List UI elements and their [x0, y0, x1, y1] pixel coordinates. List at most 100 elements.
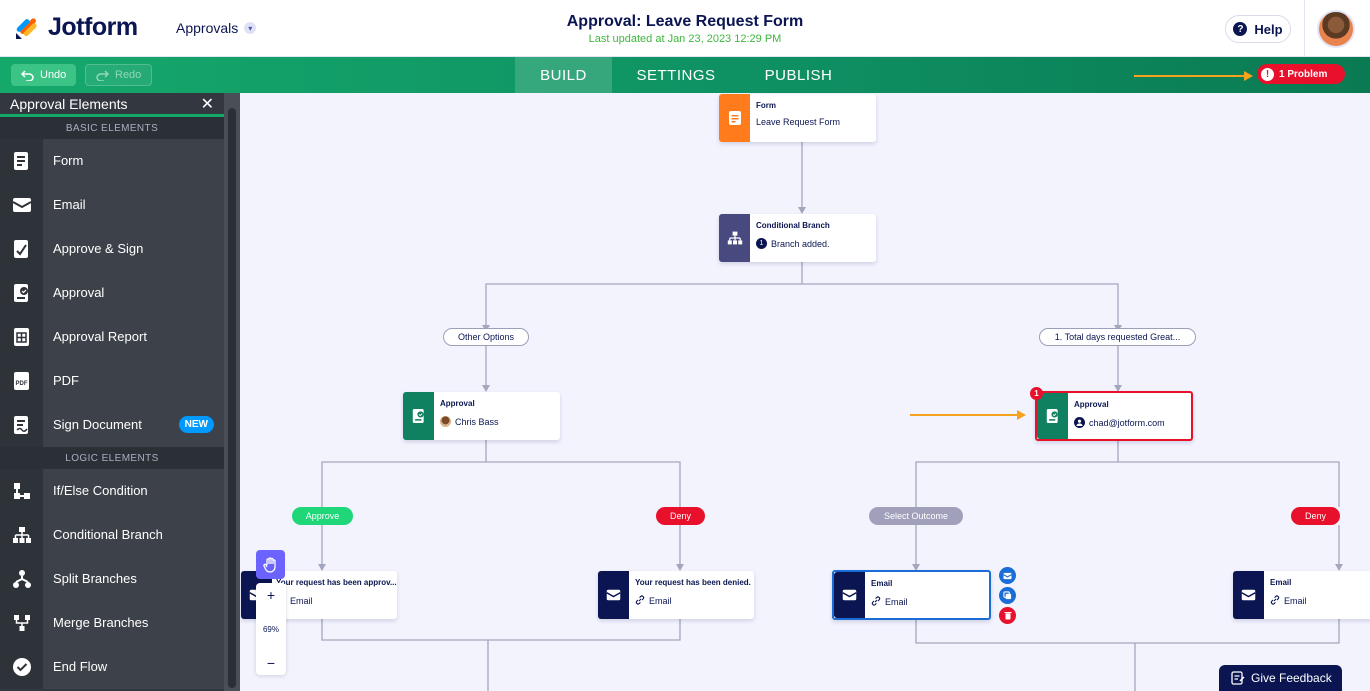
approvals-dropdown[interactable]: Approvals ▾	[176, 20, 257, 36]
help-button[interactable]: ? Help	[1225, 15, 1291, 43]
node-title: Your request has been approv...	[276, 578, 397, 587]
approval-node-left[interactable]: Approval Chris Bass	[403, 392, 560, 440]
connector-left-outcomes	[321, 438, 681, 507]
sidebar-item-approval-report[interactable]: Approval Report	[0, 314, 224, 359]
tab-publish[interactable]: PUBLISH	[764, 66, 833, 84]
outcome-approve[interactable]: Approve	[292, 507, 353, 525]
sidebar-item-label: Conditional Branch	[43, 512, 224, 557]
annotation-arrow-line	[1134, 75, 1246, 77]
email-node-type: Email	[1284, 596, 1307, 606]
error-count-badge[interactable]: 1	[1030, 387, 1043, 400]
sidebar-item-label: PDF	[43, 358, 224, 403]
arrowhead-branch	[798, 207, 806, 214]
node-title: Email	[1270, 578, 1292, 587]
sidebar-item-if-else[interactable]: If/Else Condition	[0, 468, 224, 513]
zoom-out-button[interactable]: −	[266, 655, 276, 671]
flow-canvas[interactable]: Form Leave Request Form Conditional Bran…	[240, 93, 1370, 691]
undo-icon	[21, 69, 34, 81]
connector-left-merge	[321, 619, 681, 691]
conditional-branch-icon	[0, 512, 43, 557]
sidebar-item-label: Approval Report	[43, 314, 224, 359]
outcome-select[interactable]: Select Outcome	[869, 507, 963, 525]
arrowhead-email-2	[676, 564, 684, 571]
tab-settings[interactable]: SETTINGS	[636, 66, 716, 84]
sidebar-item-sign-document[interactable]: Sign Document NEW	[0, 402, 224, 447]
sidebar-item-approve-sign[interactable]: Approve & Sign	[0, 226, 224, 271]
node-title: Your request has been denied.	[635, 578, 751, 587]
sidebar-header: Approval Elements ✕	[0, 93, 224, 117]
zoom-in-button[interactable]: +	[266, 587, 276, 603]
sidebar-item-end-flow[interactable]: End Flow	[0, 644, 224, 689]
hand-icon	[262, 556, 276, 573]
sidebar-item-label: Form	[43, 138, 224, 183]
if-else-icon	[0, 468, 43, 513]
flow-connectors	[321, 142, 1340, 691]
arrowhead-email-3	[912, 564, 920, 571]
sign-document-icon	[0, 402, 43, 447]
sidebar-item-merge-branches[interactable]: Merge Branches	[0, 600, 224, 645]
sidebar-item-form[interactable]: Form	[0, 138, 224, 183]
basic-elements-heading: BASIC ELEMENTS	[0, 117, 224, 139]
report-icon	[0, 314, 43, 359]
trash-icon	[1004, 612, 1011, 620]
connector-right-merge	[915, 619, 1340, 691]
node-duplicate-button[interactable]	[999, 587, 1016, 604]
sidebar-item-label: If/Else Condition	[43, 468, 224, 513]
node-subtitle: Leave Request Form	[756, 117, 841, 127]
sidebar-item-conditional-branch[interactable]: Conditional Branch	[0, 512, 224, 557]
arrowhead-left-approval	[482, 385, 490, 392]
link-icon	[635, 595, 645, 607]
sidebar-title: Approval Elements	[10, 95, 128, 112]
email-node-type: Email	[290, 596, 313, 606]
connector-branch-split	[485, 262, 1119, 328]
branch-label-other-options[interactable]: Other Options	[443, 328, 529, 346]
approval-elements-sidebar: Approval Elements ✕ BASIC ELEMENTS Form …	[0, 93, 224, 691]
email-node-denied[interactable]: Your request has been denied. Email	[598, 571, 754, 619]
redo-button[interactable]: Redo	[85, 64, 153, 86]
approval-icon	[0, 270, 43, 315]
sidebar-item-label: Approve & Sign	[43, 226, 224, 271]
user-avatar[interactable]	[1317, 10, 1355, 48]
pdf-icon: PDF	[0, 358, 43, 403]
give-feedback-button[interactable]: Give Feedback	[1219, 665, 1342, 691]
zoom-level: 69%	[262, 624, 279, 634]
sidebar-item-email[interactable]: Email	[0, 182, 224, 227]
conditional-branch-icon	[719, 214, 750, 262]
feedback-icon	[1231, 671, 1245, 685]
page-title-block: Approval: Leave Request Form Last update…	[485, 13, 885, 45]
annotation-arrow-line	[910, 414, 1018, 416]
new-badge: NEW	[178, 416, 214, 433]
undo-button[interactable]: Undo	[11, 64, 77, 86]
close-icon[interactable]: ✕	[200, 95, 214, 113]
undo-label: Undo	[40, 69, 67, 81]
form-node[interactable]: Form Leave Request Form	[719, 94, 876, 142]
approve-sign-icon	[0, 226, 43, 271]
approval-node-right[interactable]: Approval chad@jotform.com	[1035, 391, 1193, 441]
email-node-selected[interactable]: Email Email	[832, 570, 991, 620]
jotform-logo[interactable]: Jotform	[14, 13, 138, 42]
zoom-controls: + 69% −	[256, 583, 286, 675]
email-icon	[598, 571, 629, 619]
branch-label-total-days[interactable]: 1. Total days requested Great...	[1039, 328, 1196, 346]
node-subtitle: chad@jotform.com	[1074, 417, 1165, 428]
sidebar-item-pdf[interactable]: PDF PDF	[0, 358, 224, 403]
outcome-deny-left[interactable]: Deny	[656, 507, 705, 525]
page-title: Approval: Leave Request Form	[566, 13, 804, 30]
email-node-right[interactable]: Email Email	[1233, 571, 1370, 619]
outcome-deny-right[interactable]: Deny	[1291, 507, 1340, 525]
problem-label: 1 Problem	[1279, 68, 1328, 80]
email-icon	[834, 572, 865, 618]
problem-badge[interactable]: ! 1 Problem	[1257, 64, 1345, 84]
arrowhead-email-1	[318, 564, 326, 571]
sidebar-item-label: Sign Document NEW	[43, 402, 224, 447]
sidebar-scrollbar-thumb[interactable]	[228, 108, 236, 688]
pan-mode-button[interactable]	[256, 550, 285, 579]
brand-name: Jotform	[48, 13, 138, 41]
arrowhead-email-4	[1335, 564, 1343, 571]
tab-build[interactable]: BUILD	[515, 57, 612, 93]
sidebar-item-approval[interactable]: Approval	[0, 270, 224, 315]
sidebar-item-split-branches[interactable]: Split Branches	[0, 556, 224, 601]
node-email-action-button[interactable]	[999, 567, 1016, 584]
conditional-branch-node[interactable]: Conditional Branch 1 Branch added.	[719, 214, 876, 262]
node-delete-button[interactable]	[999, 607, 1016, 624]
